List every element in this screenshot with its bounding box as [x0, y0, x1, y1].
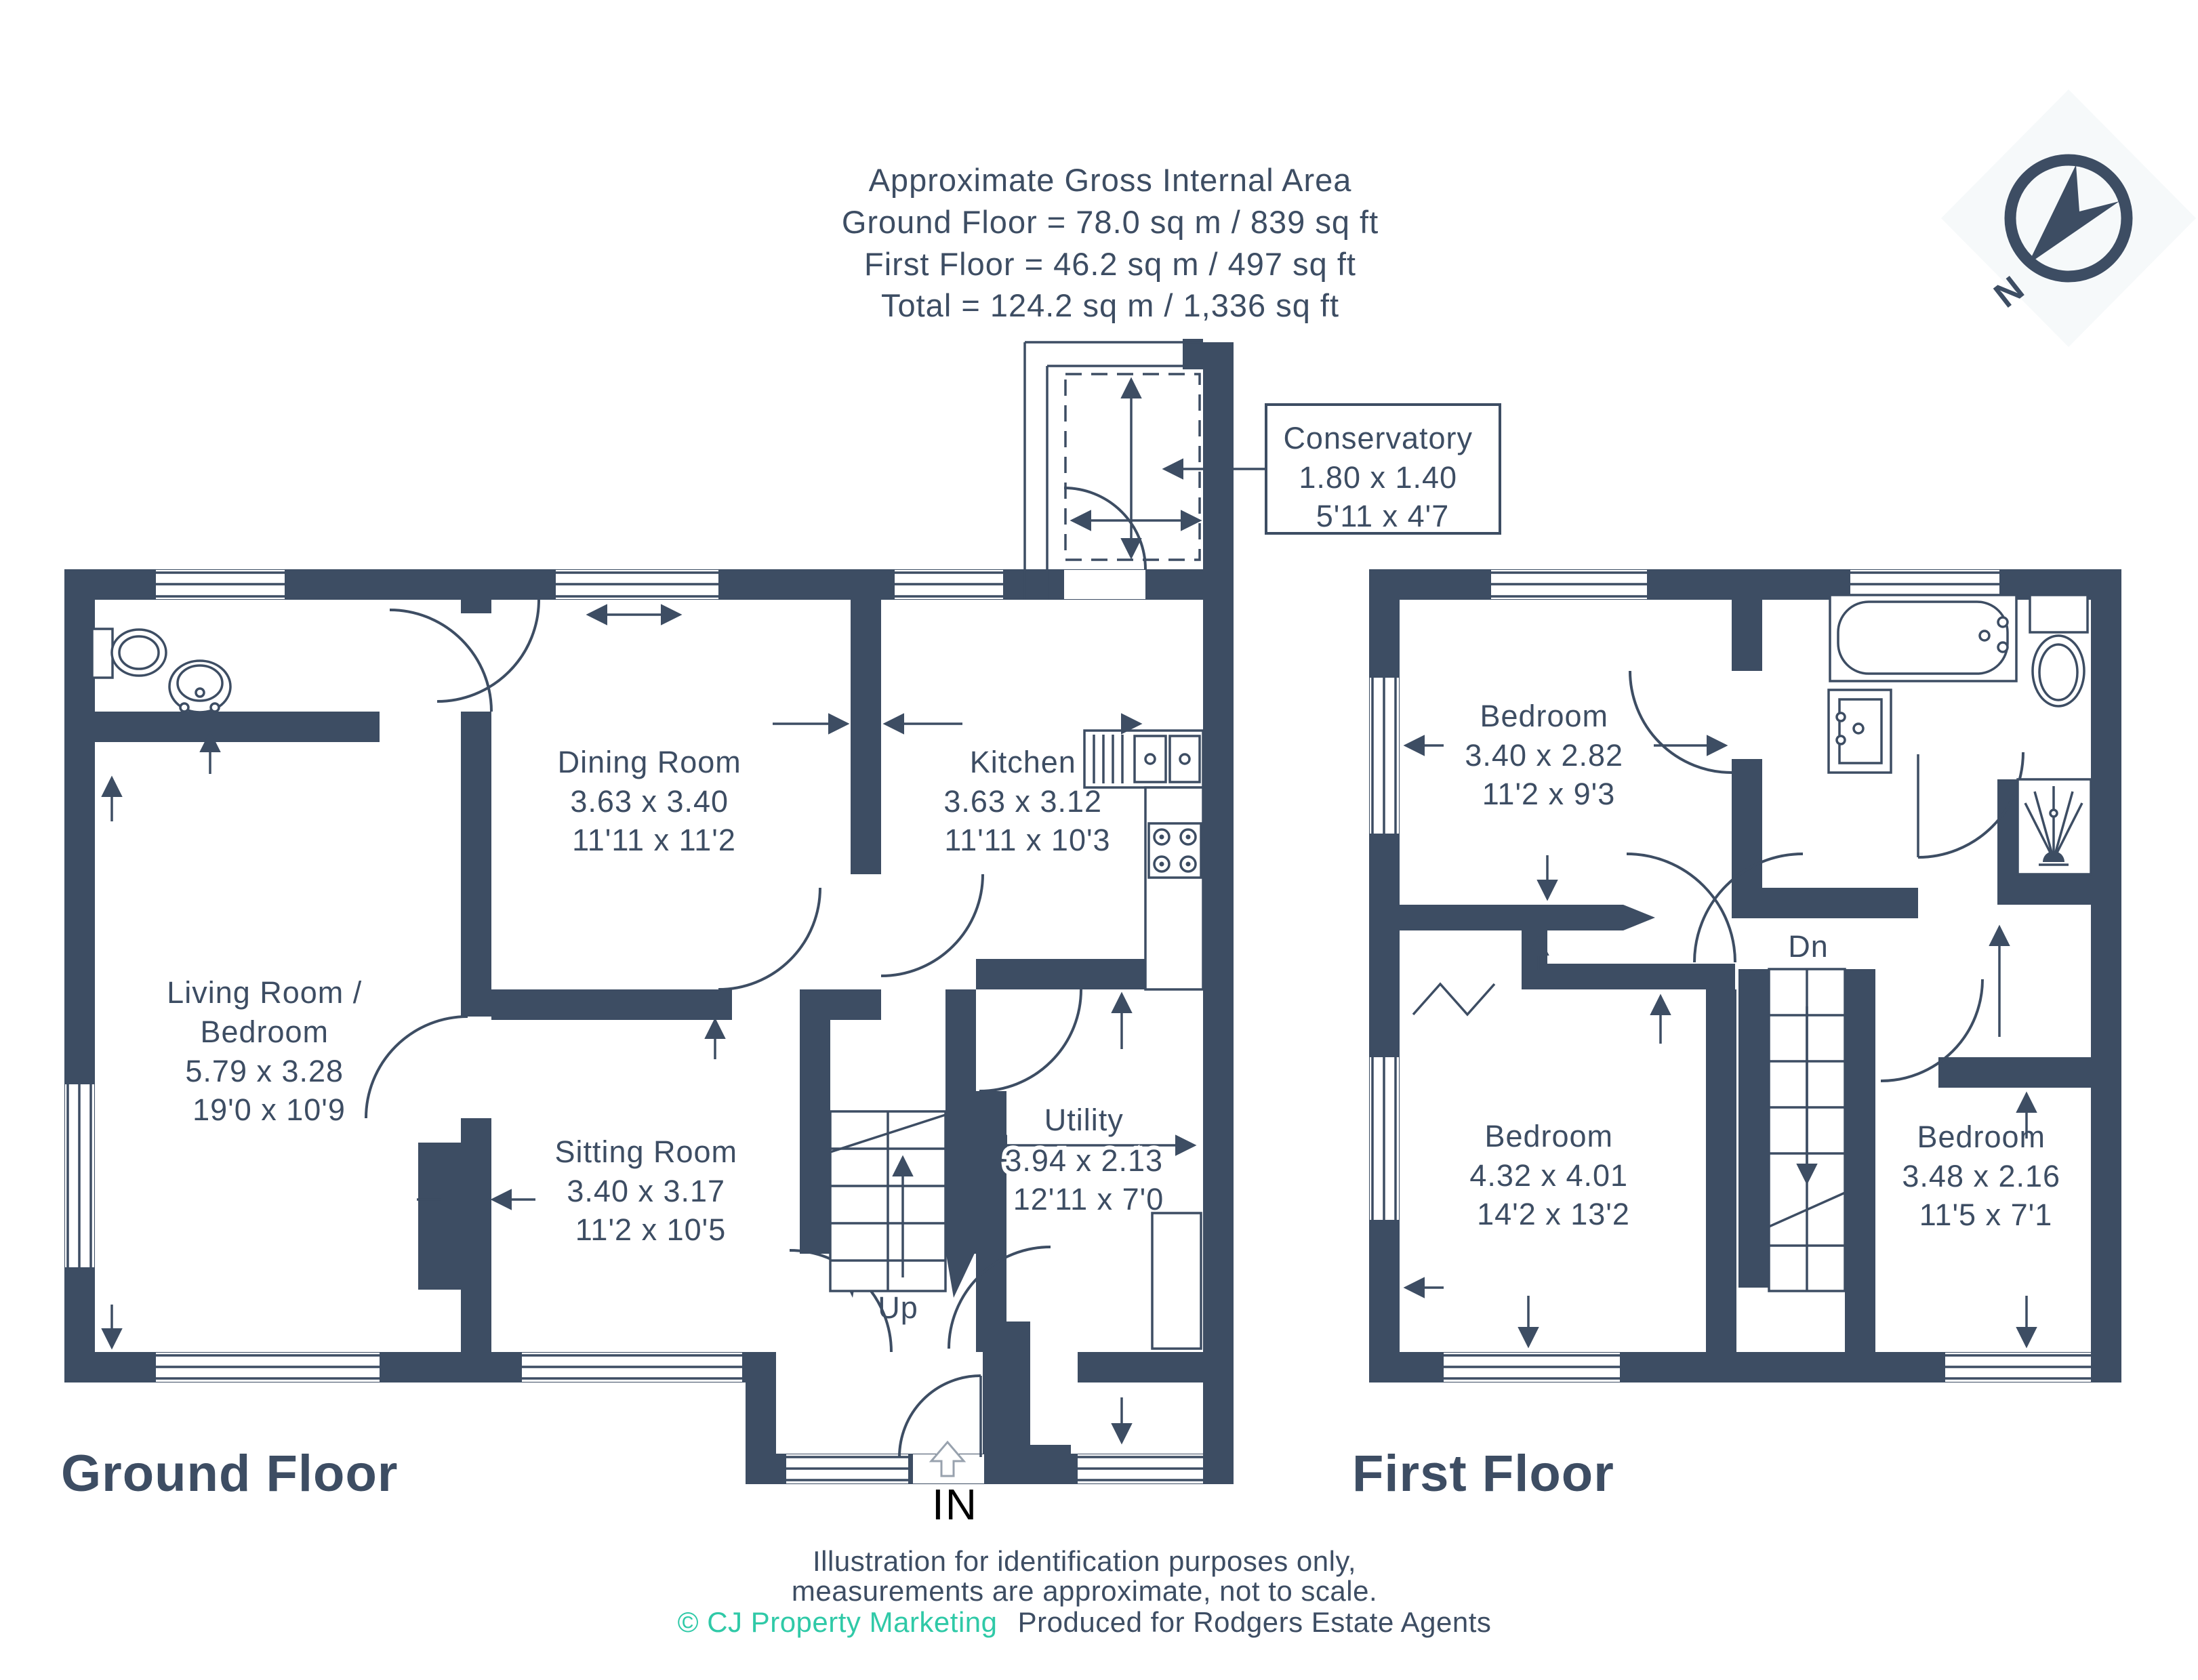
shower-icon [2016, 778, 2092, 876]
utility-label: Utility 3.94 x 2.13 12'11 x 7'0 [1004, 1103, 1172, 1216]
ground-floor-labels: Dining Room 3.63 x 3.40 11'11 x 11'2 Kit… [167, 745, 1172, 1325]
bedroom-main-label: Bedroom 4.32 x 4.01 14'2 x 13'2 [1469, 1119, 1637, 1231]
window [1078, 1456, 1203, 1481]
conservatory-label: Conservatory 1.80 x 1.40 5'11 x 4'7 [1283, 421, 1482, 533]
window [1444, 1354, 1620, 1380]
footer-credit-line: © CJ Property Marketing Produced for Rod… [678, 1606, 1492, 1638]
window [786, 1456, 908, 1481]
entrance: IN [929, 1440, 978, 1529]
first-floor-stairs [1768, 968, 1846, 1292]
compass-rose: N [1941, 89, 2196, 347]
ground-floor-doors [365, 599, 1082, 1458]
window [556, 571, 718, 598]
area-summary-line2: Ground Floor = 78.0 sq m / 839 sq ft [842, 204, 1379, 240]
bedroom-rear-label: Bedroom 3.48 x 2.16 11'5 x 7'1 [1902, 1120, 2069, 1232]
footer-credit: © CJ Property Marketing [678, 1606, 998, 1638]
stairs-dn-label: Dn [1788, 929, 1829, 964]
window [1945, 1354, 2091, 1380]
ground-floor-windows [66, 571, 1203, 1481]
ground-floor-stairs [829, 1110, 947, 1292]
utility-appliance [1151, 1212, 1202, 1350]
entrance-in-label: IN [932, 1480, 978, 1529]
sink-icon [1827, 689, 1892, 774]
compass-needle-icon [2028, 165, 2119, 264]
toilet-icon [91, 628, 167, 679]
area-summary: Approximate Gross Internal Area Ground F… [842, 162, 1379, 323]
area-summary-line1: Approximate Gross Internal Area [869, 162, 1352, 198]
bedroom-front-label: Bedroom 3.40 x 2.82 11'2 x 9'3 [1465, 699, 1632, 811]
first-floor-doors [1412, 670, 2024, 1082]
area-summary-line3: First Floor = 46.2 sq m / 497 sq ft [864, 246, 1356, 282]
ground-floor-dim-arrows [101, 604, 1197, 1445]
window [66, 1084, 92, 1267]
living-room-label: Living Room / Bedroom 5.79 x 3.28 19'0 x… [167, 975, 371, 1127]
footer: Illustration for identification purposes… [678, 1545, 1492, 1638]
kitchen-counter [1144, 786, 1204, 991]
window [895, 571, 1003, 598]
first-floor-dim-arrows [1403, 735, 2037, 1349]
first-floor-walls [1369, 569, 2121, 1382]
first-floor-title: First Floor [1352, 1445, 1614, 1502]
kitchen-sink-icon [1083, 729, 1204, 789]
first-floor-fixtures [1827, 594, 2092, 876]
ground-floor-openings [65, 570, 1203, 1483]
first-floor-windows [1371, 571, 2091, 1380]
window [156, 571, 285, 598]
area-summary-line4: Total = 124.2 sq m / 1,336 sq ft [881, 287, 1339, 323]
ground-floor-fixtures [91, 628, 1204, 1350]
dining-room-label: Dining Room 3.63 x 3.40 11'11 x 11'2 [558, 745, 751, 857]
stairs-up-label: Up [878, 1290, 918, 1325]
sink-icon [168, 659, 232, 714]
window [156, 1354, 380, 1380]
footer-line2: measurements are approximate, not to sca… [792, 1575, 1377, 1607]
window [1371, 1057, 1397, 1220]
hob-icon [1147, 822, 1202, 879]
footer-line1: Illustration for identification purposes… [813, 1545, 1356, 1577]
compass-ring [2004, 154, 2133, 283]
window [1491, 571, 1647, 598]
footer-produced: Produced for Rodgers Estate Agents [1018, 1606, 1492, 1638]
kitchen-label: Kitchen 3.63 x 3.12 11'11 x 10'3 [943, 745, 1111, 857]
entrance-arrow-icon [929, 1440, 966, 1477]
window [522, 1354, 742, 1380]
bathtub-icon [1829, 594, 2018, 682]
conservatory-structure [1023, 341, 1203, 600]
first-floor-labels: Bedroom 3.40 x 2.82 11'2 x 9'3 Bedroom 4… [1465, 699, 2069, 1232]
toilet-icon [2029, 594, 2089, 708]
window [1371, 678, 1397, 834]
ground-floor-title: Ground Floor [61, 1445, 398, 1502]
sitting-room-label: Sitting Room 3.40 x 3.17 11'2 x 10'5 [554, 1134, 746, 1247]
conservatory-callout: Conservatory 1.80 x 1.40 5'11 x 4'7 [1162, 403, 1501, 535]
ground-floor-walls [64, 339, 1234, 1484]
